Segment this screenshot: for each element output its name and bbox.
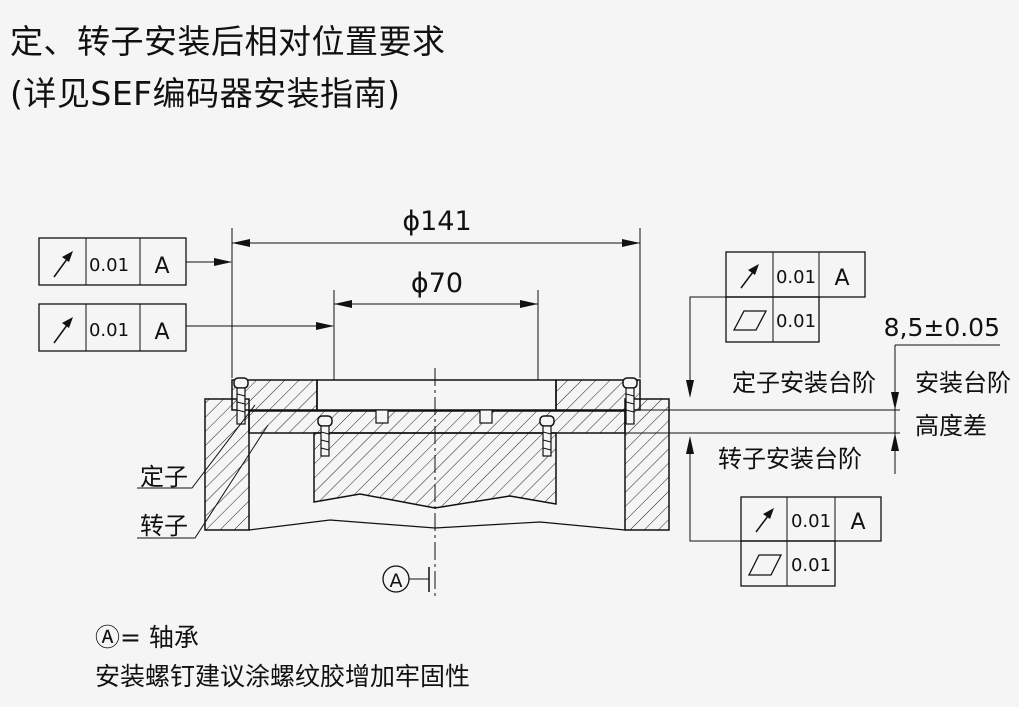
rotor-screw-right	[539, 415, 555, 457]
fcf-tolerance: 0.01	[776, 267, 816, 288]
housing	[204, 398, 670, 531]
stator-ring	[231, 379, 641, 411]
runout-icon	[740, 264, 759, 289]
fcf-datum: A	[850, 510, 865, 535]
stator-screw-left	[233, 377, 249, 425]
fcf-datum: A	[154, 320, 169, 345]
flatness-icon	[747, 554, 783, 576]
fcf-outer-runout: 0.01 A	[38, 237, 232, 286]
fcf-datum: A	[834, 266, 849, 291]
fcf-datum: A	[154, 254, 169, 279]
stator-leader	[137, 404, 256, 489]
screw-note: 安装螺钉建议涂螺纹胶增加牢固性	[95, 662, 471, 691]
fcf-tolerance: 0.01	[791, 511, 831, 532]
datum-note: Ⓐ= 轴承	[95, 623, 199, 653]
rotor-step-label: 转子安装台阶	[718, 445, 862, 473]
inner-diameter-dimension: ϕ70	[333, 268, 539, 380]
stator-label: 定子	[140, 463, 188, 491]
flatness-icon	[732, 310, 768, 331]
outer-diameter-label: ϕ141	[402, 206, 471, 237]
fcf-stator: 0.01 A 0.01	[686, 251, 866, 398]
fcf-tolerance: 0.01	[89, 320, 129, 341]
fcf-flatness-tolerance: 0.01	[791, 555, 831, 576]
fcf-flatness-tolerance: 0.01	[776, 311, 816, 332]
step-height-label-2: 高度差	[915, 412, 987, 440]
rotor-disc	[248, 409, 626, 509]
runout-icon	[755, 508, 774, 533]
runout-icon	[53, 251, 73, 278]
step-height-label-1: 安装台阶	[915, 369, 1011, 397]
datum-definition: = 轴承	[120, 623, 199, 652]
step-height-dimension: 8,5±0.05	[884, 313, 1000, 474]
datum-letter: A	[390, 570, 403, 592]
rotor-label: 转子	[140, 512, 188, 540]
fcf-rotor: 0.01 A 0.01	[686, 436, 882, 587]
title-line-2: (详见SEF编码器安装指南)	[10, 74, 401, 113]
inner-diameter-label: ϕ70	[411, 268, 463, 299]
rotor-leader	[137, 424, 269, 539]
stator-step-label: 定子安装台阶	[732, 369, 876, 397]
outer-diameter-dimension: ϕ141	[231, 206, 641, 378]
step-height-value: 8,5±0.05	[884, 313, 1000, 342]
datum-a-symbol: A	[382, 565, 430, 593]
runout-icon	[53, 317, 73, 344]
fcf-tolerance: 0.01	[89, 255, 129, 276]
rotor-screw-left	[317, 415, 333, 457]
fcf-inner-runout: 0.01 A	[38, 303, 334, 352]
stator-screw-right	[622, 377, 638, 425]
datum-symbol: Ⓐ	[95, 623, 121, 652]
title-line-1: 定、转子安装后相对位置要求	[10, 22, 446, 61]
